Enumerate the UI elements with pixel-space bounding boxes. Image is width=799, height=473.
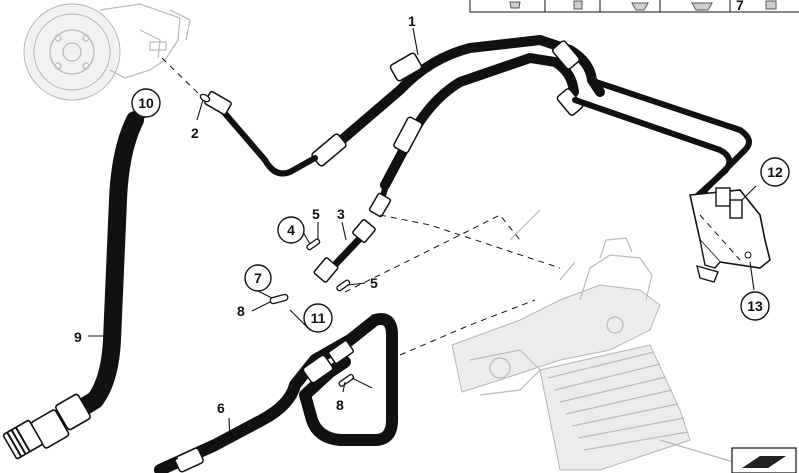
callout-13: 13 bbox=[740, 291, 770, 321]
hose-assembly-1 bbox=[204, 35, 752, 218]
svg-text:12: 12 bbox=[767, 164, 783, 180]
svg-text:4: 4 bbox=[287, 222, 295, 238]
callout-4: 4 bbox=[277, 216, 305, 244]
callout-7: 7 bbox=[244, 264, 272, 292]
label-3: 3 bbox=[337, 206, 345, 222]
svg-text:11: 11 bbox=[311, 310, 326, 326]
svg-text:7: 7 bbox=[254, 270, 262, 286]
steering-rack-ghost bbox=[451, 209, 761, 471]
callout-10: 10 bbox=[131, 88, 161, 118]
o-ring-8-top bbox=[269, 293, 289, 305]
hose-9 bbox=[2, 111, 144, 460]
label-8-top: 8 bbox=[237, 303, 245, 319]
label-2: 2 bbox=[191, 125, 199, 141]
label-1: 1 bbox=[408, 13, 416, 29]
label-9: 9 bbox=[74, 329, 82, 345]
steering-pump-ghost bbox=[23, 3, 191, 101]
label-5-bottom: 5 bbox=[370, 275, 378, 291]
svg-text:10: 10 bbox=[138, 95, 154, 111]
hose-6 bbox=[154, 313, 398, 473]
label-6: 6 bbox=[217, 400, 225, 416]
label-8-bottom: 8 bbox=[336, 397, 344, 413]
o-ring-2 bbox=[199, 93, 211, 103]
o-ring-5-top bbox=[306, 238, 321, 251]
callout-11: 11 bbox=[303, 303, 333, 333]
hose-3 bbox=[313, 219, 376, 283]
label-5-top: 5 bbox=[312, 206, 320, 222]
o-ring-5-bottom bbox=[336, 279, 351, 292]
legend-strip: 7 bbox=[469, 0, 799, 13]
direction-marker-icon bbox=[731, 447, 797, 473]
o-ring-8-bottom bbox=[338, 373, 355, 387]
legend-strip-number: 7 bbox=[736, 0, 744, 13]
svg-text:13: 13 bbox=[747, 298, 763, 314]
mounting-bracket bbox=[689, 187, 771, 283]
callout-12: 12 bbox=[760, 157, 790, 187]
